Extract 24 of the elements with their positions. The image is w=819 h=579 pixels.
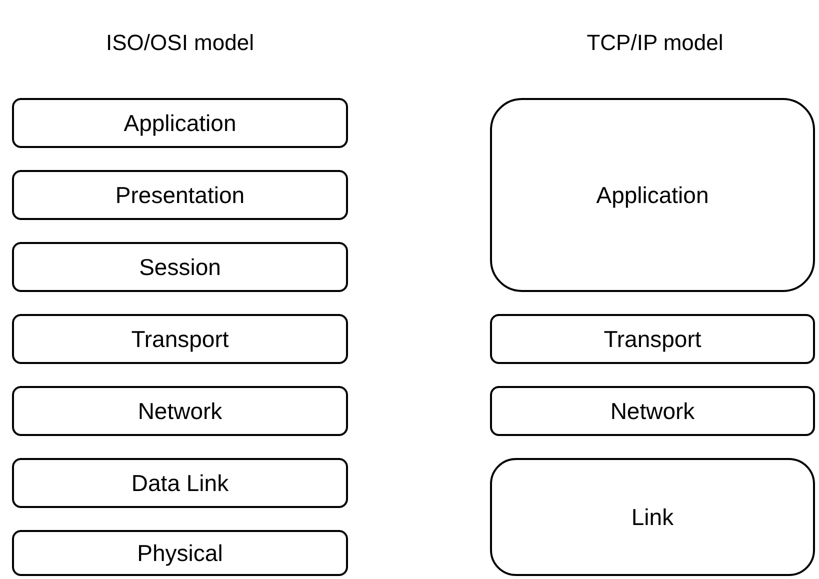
layer-box bbox=[12, 314, 348, 364]
layer-box bbox=[490, 458, 815, 576]
layer-box bbox=[12, 530, 348, 576]
layer-name: Transport bbox=[604, 326, 702, 352]
layer-box bbox=[490, 386, 815, 436]
layer-box bbox=[12, 98, 348, 148]
layer-name: Presentation bbox=[115, 182, 245, 208]
layer-name: Session bbox=[139, 254, 221, 280]
layer-name: Network bbox=[138, 398, 222, 424]
layer-box bbox=[490, 98, 815, 292]
layer-name: Link bbox=[631, 504, 674, 530]
layer-name: Network bbox=[610, 398, 695, 424]
layer-name: Transport bbox=[131, 326, 229, 352]
layer-name: Application bbox=[596, 182, 709, 208]
column-heading: ISO/OSI model bbox=[105, 30, 255, 56]
layer-name: Application bbox=[124, 110, 236, 136]
layer-name: Data Link bbox=[131, 470, 229, 496]
layer-box bbox=[490, 314, 815, 364]
layer-box bbox=[12, 386, 348, 436]
layer-box bbox=[12, 242, 348, 292]
layer-name: Physical bbox=[137, 540, 223, 566]
layer-box bbox=[12, 458, 348, 508]
column-heading: TCP/IP model bbox=[586, 30, 724, 56]
layer-box bbox=[12, 170, 348, 220]
